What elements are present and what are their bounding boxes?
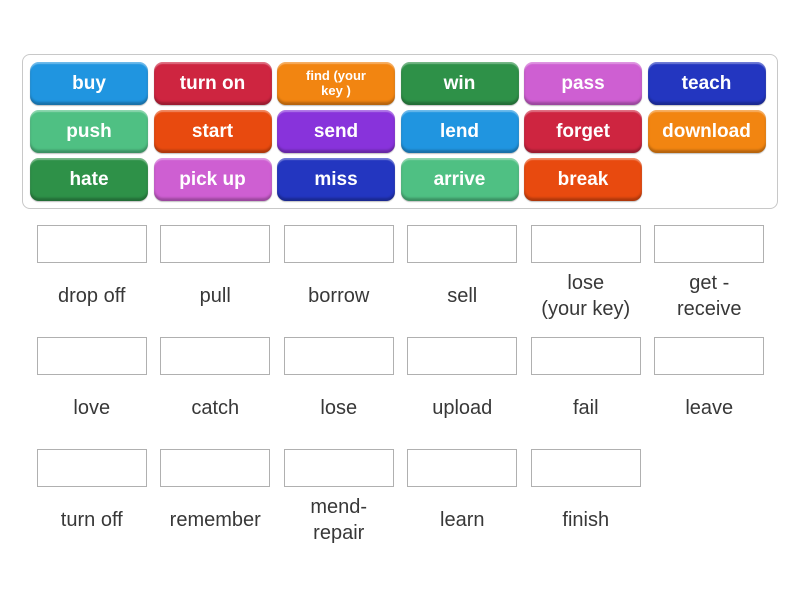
- slot-cell-leave: leave: [648, 337, 772, 437]
- answer-slot-lose-your-key[interactable]: [530, 225, 641, 263]
- slot-cell-lose-your-key: lose (your key): [524, 225, 648, 325]
- answer-slot-finish[interactable]: [530, 449, 641, 487]
- slot-cell-sell: sell: [401, 225, 525, 325]
- slot-cell-mend-repair: mend- repair: [277, 449, 401, 549]
- answer-slot-leave[interactable]: [654, 337, 765, 375]
- slot-cell-fail: fail: [524, 337, 648, 437]
- slot-label-upload: upload: [432, 397, 493, 419]
- slot-label-remember: remember: [169, 509, 261, 531]
- word-tile-win[interactable]: win: [400, 62, 519, 105]
- answer-slot-upload[interactable]: [407, 337, 518, 375]
- word-tile-start[interactable]: start: [153, 110, 272, 153]
- slot-row-1: drop off pull borrow sell lose (your key) get…: [30, 225, 771, 325]
- word-tile-send[interactable]: send: [277, 110, 395, 153]
- slot-cell-get-receive: get - receive: [648, 225, 772, 325]
- word-tile-lend[interactable]: lend: [400, 110, 519, 153]
- answer-slot-lose[interactable]: [283, 337, 394, 375]
- word-tile-buy[interactable]: buy: [30, 62, 148, 105]
- answer-slot-turn-off[interactable]: [36, 449, 147, 487]
- word-tile-break[interactable]: break: [524, 158, 642, 201]
- word-tile-pass[interactable]: pass: [524, 62, 642, 105]
- slot-label-get-receive: get - receive: [677, 272, 742, 320]
- slot-row-2: love catch lose upload fail leave: [30, 337, 771, 437]
- answer-slot-fail[interactable]: [530, 337, 641, 375]
- slot-label-fail: fail: [572, 397, 599, 419]
- word-tile-arrive[interactable]: arrive: [400, 158, 519, 201]
- word-tile-hate[interactable]: hate: [30, 158, 148, 201]
- slot-label-drop-off: drop off: [58, 285, 126, 307]
- answer-slot-pull[interactable]: [160, 225, 271, 263]
- slot-label-catch: catch: [191, 397, 240, 419]
- slot-label-mend-repair: mend- repair: [310, 496, 368, 544]
- slot-cell-turn-off: turn off: [30, 449, 154, 549]
- slot-row-3: turn off remember mend- repair learn finish: [30, 449, 771, 549]
- answer-slot-remember[interactable]: [160, 449, 271, 487]
- answer-slot-catch[interactable]: [160, 337, 271, 375]
- answer-slot-get-receive[interactable]: [654, 225, 765, 263]
- word-tile-forget[interactable]: forget: [524, 110, 642, 153]
- slot-label-finish: finish: [562, 509, 610, 531]
- slot-cell-borrow: borrow: [277, 225, 401, 325]
- slot-cell-remember: remember: [154, 449, 278, 549]
- slot-cell-catch: catch: [154, 337, 278, 437]
- answer-slot-sell[interactable]: [407, 225, 518, 263]
- slot-label-love: love: [73, 397, 111, 419]
- answer-slot-borrow[interactable]: [283, 225, 394, 263]
- slot-label-sell: sell: [447, 285, 478, 307]
- slot-label-lose-your-key: lose (your key): [541, 272, 631, 320]
- answer-slot-mend-repair[interactable]: [283, 449, 394, 487]
- answer-slot-drop-off[interactable]: [36, 225, 147, 263]
- word-tile-turn-on[interactable]: turn on: [153, 62, 272, 105]
- slot-cell-upload: upload: [401, 337, 525, 437]
- slot-label-borrow: borrow: [308, 285, 370, 307]
- slot-label-pull: pull: [199, 285, 231, 307]
- word-tile-push[interactable]: push: [30, 110, 148, 153]
- answer-slot-love[interactable]: [36, 337, 147, 375]
- answer-slot-learn[interactable]: [407, 449, 518, 487]
- word-tile-find-your-key[interactable]: find (your key ): [277, 62, 395, 105]
- slot-label-lose: lose: [320, 397, 358, 419]
- slot-label-learn: learn: [440, 509, 485, 531]
- word-tile-pick-up[interactable]: pick up: [153, 158, 272, 201]
- slot-cell-learn: learn: [401, 449, 525, 549]
- slot-cell-drop-off: drop off: [30, 225, 154, 325]
- slot-cell-finish: finish: [524, 449, 648, 549]
- word-tile-download[interactable]: download: [647, 110, 766, 153]
- word-tile-miss[interactable]: miss: [277, 158, 395, 201]
- slot-cell-pull: pull: [154, 225, 278, 325]
- slot-label-turn-off: turn off: [60, 509, 123, 531]
- word-tile-teach[interactable]: teach: [647, 62, 766, 105]
- slot-label-leave: leave: [685, 397, 734, 419]
- slot-cell-love: love: [30, 337, 154, 437]
- slot-cell-lose: lose: [277, 337, 401, 437]
